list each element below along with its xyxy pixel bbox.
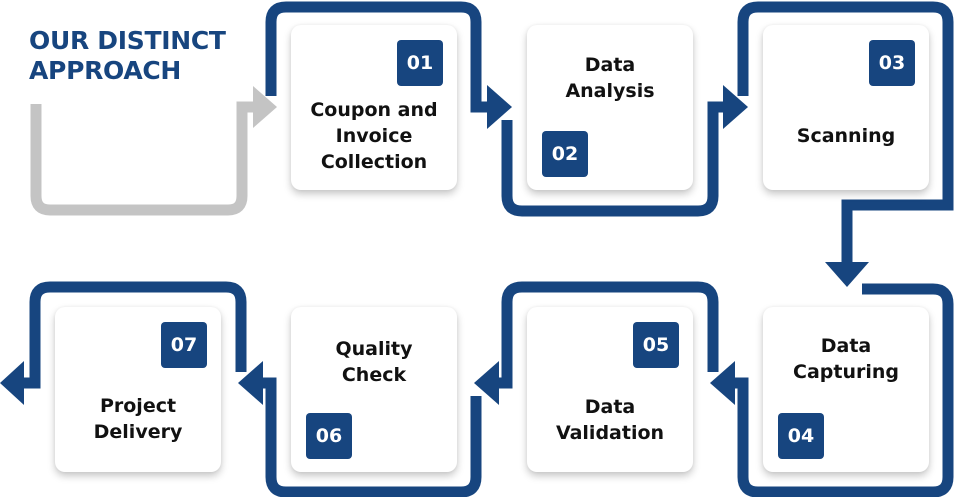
connector-7 xyxy=(22,281,247,389)
step-number-badge: 07 xyxy=(161,322,207,368)
arrow-left-icon xyxy=(474,361,499,405)
connector-4 xyxy=(733,283,954,497)
step-title: Project Delivery xyxy=(93,395,183,443)
step-number-badge: 02 xyxy=(542,131,588,177)
step-card-3: 03 Scanning xyxy=(763,25,929,190)
connector-1 xyxy=(265,1,488,113)
arrow-left-icon xyxy=(238,361,263,405)
arrow-right-icon xyxy=(487,85,512,129)
arrow-right-icon xyxy=(253,86,277,128)
step-number-badge: 05 xyxy=(633,322,679,368)
step-number-badge: 03 xyxy=(869,40,915,86)
connector-6 xyxy=(261,377,482,497)
step-card-2: Data Analysis 02 xyxy=(527,25,693,190)
step-title: Coupon and Invoice Collection xyxy=(310,99,438,173)
connector-3 xyxy=(737,1,954,262)
arrow-right-icon xyxy=(723,85,748,129)
step-title: Data Capturing xyxy=(793,335,899,383)
step-title: Data Analysis xyxy=(565,54,655,102)
arrow-left-icon xyxy=(0,361,24,405)
step-card-6: Quality Check 06 xyxy=(291,307,457,472)
arrow-down-icon xyxy=(825,262,869,287)
title-line-2: APPROACH xyxy=(29,56,182,85)
connector-2 xyxy=(501,101,723,217)
step-number-badge: 04 xyxy=(778,413,824,459)
step-number-badge: 01 xyxy=(397,40,443,86)
connector-5 xyxy=(497,281,719,389)
step-title: Scanning xyxy=(796,125,896,147)
step-card-5: 05 Data Validation xyxy=(527,307,693,472)
arrow-left-icon xyxy=(710,361,735,405)
step-number-badge: 06 xyxy=(306,413,352,459)
step-title: Quality Check xyxy=(335,338,413,386)
step-card-4: Data Capturing 04 xyxy=(763,307,929,472)
page-title: OUR DISTINCT APPROACH xyxy=(29,26,226,86)
step-title: Data Validation xyxy=(555,396,665,444)
step-card-7: 07 Project Delivery xyxy=(55,307,221,472)
step-card-1: 01 Coupon and Invoice Collection xyxy=(291,25,457,190)
start-connector xyxy=(30,86,277,216)
title-line-1: OUR DISTINCT xyxy=(29,26,226,55)
